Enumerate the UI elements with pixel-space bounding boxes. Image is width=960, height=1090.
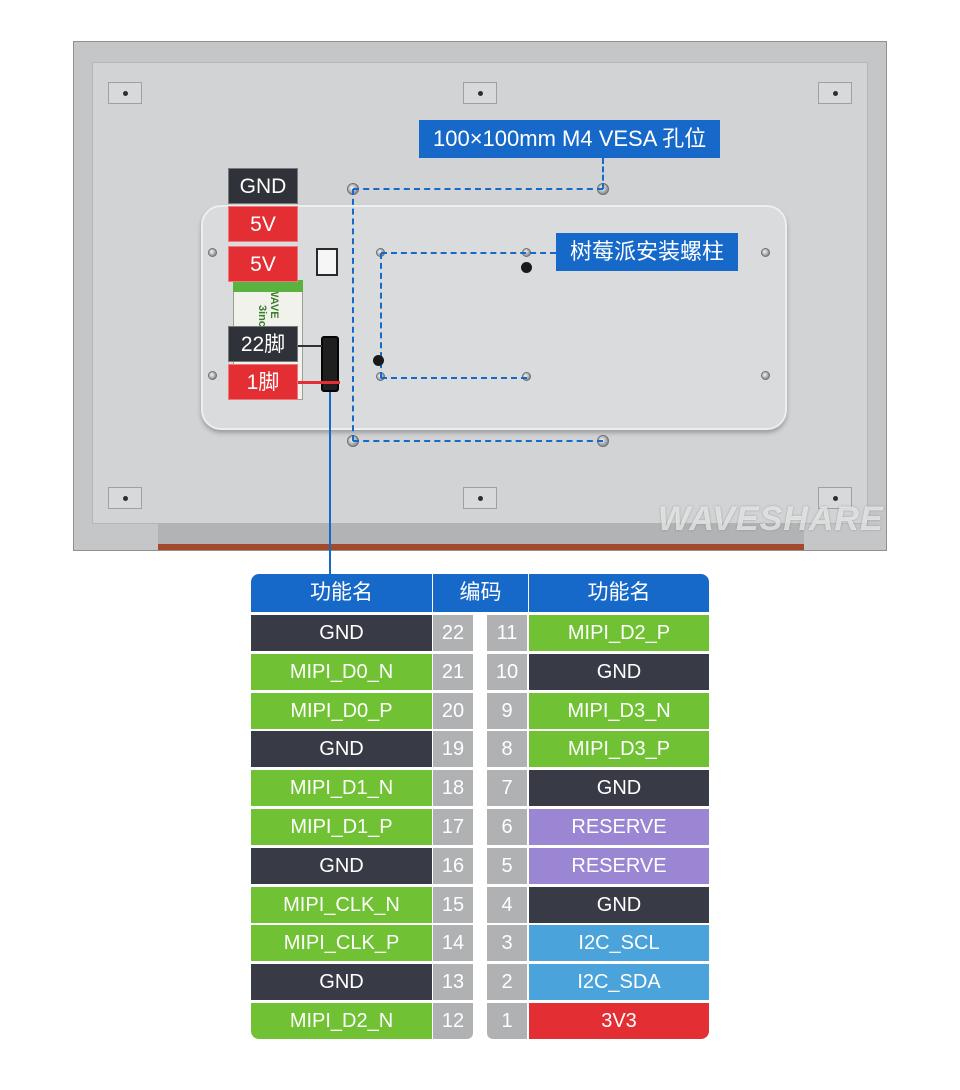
right-pin-number: 4 <box>487 887 527 923</box>
right-function-cell: GND <box>529 770 709 806</box>
right-pin-number: 6 <box>487 809 527 845</box>
pin-1-pointer <box>298 381 340 384</box>
rpi-outline-top <box>381 252 556 254</box>
rpi-outline-bottom <box>381 377 527 379</box>
right-pin-number: 3 <box>487 925 527 961</box>
mounting-clip <box>463 82 497 104</box>
left-pin-number: 20 <box>433 693 473 729</box>
vesa-leader <box>602 158 604 189</box>
right-pin-number: 11 <box>487 615 527 651</box>
dsi-ffc-connector <box>321 336 339 392</box>
left-pin-number: 15 <box>433 887 473 923</box>
mounting-clip <box>818 487 852 509</box>
left-function-cell: MIPI_D0_P <box>251 693 432 729</box>
connector-leader-line <box>329 392 331 574</box>
left-function-cell: GND <box>251 848 432 884</box>
right-pin-number: 2 <box>487 964 527 1000</box>
vesa-callout: 100×100mm M4 VESA 孔位 <box>419 120 721 158</box>
right-pin-number: 1 <box>487 1003 527 1039</box>
right-pin-number: 7 <box>487 770 527 806</box>
left-pin-number: 22 <box>433 615 473 651</box>
left-pin-number: 12 <box>433 1003 473 1039</box>
right-pin-number: 5 <box>487 848 527 884</box>
panel-bottom-strip <box>158 523 804 550</box>
rpi-outline-left <box>380 253 382 378</box>
plate-screw <box>761 371 770 380</box>
left-function-cell: MIPI_CLK_P <box>251 925 432 961</box>
left-pin-number: 18 <box>433 770 473 806</box>
label-pin-1: 1脚 <box>228 364 298 400</box>
vesa-outline-left <box>352 189 354 441</box>
left-function-cell: MIPI_D1_N <box>251 770 432 806</box>
plate-screw <box>208 248 217 257</box>
left-pin-number: 21 <box>433 654 473 690</box>
watermark: WAVESHARE <box>658 500 884 538</box>
mounting-clip <box>818 82 852 104</box>
right-function-cell: 3V3 <box>529 1003 709 1039</box>
label-5v-top: 5V <box>228 206 298 242</box>
vesa-outline-bottom <box>353 440 603 442</box>
right-pin-number: 10 <box>487 654 527 690</box>
left-pin-number: 13 <box>433 964 473 1000</box>
plate-screw <box>761 248 770 257</box>
pin-22-pointer <box>298 345 322 347</box>
right-function-cell: RESERVE <box>529 809 709 845</box>
left-function-cell: MIPI_D1_P <box>251 809 432 845</box>
power-connector <box>316 248 338 276</box>
mount-hole <box>521 262 532 273</box>
left-function-cell: GND <box>251 731 432 767</box>
right-function-cell: GND <box>529 654 709 690</box>
label-pin-22: 22脚 <box>228 326 298 362</box>
vesa-outline-top <box>353 188 603 190</box>
right-function-cell: MIPI_D3_P <box>529 731 709 767</box>
plate-screw <box>208 371 217 380</box>
header-left-function: 功能名 <box>251 574 432 612</box>
raspberry-pi-board-edge <box>233 280 303 292</box>
left-pin-number: 14 <box>433 925 473 961</box>
mounting-clip <box>108 487 142 509</box>
right-function-cell: I2C_SDA <box>529 964 709 1000</box>
left-pin-number: 16 <box>433 848 473 884</box>
left-function-cell: GND <box>251 964 432 1000</box>
right-function-cell: MIPI_D3_N <box>529 693 709 729</box>
left-function-cell: MIPI_D0_N <box>251 654 432 690</box>
mounting-clip <box>463 487 497 509</box>
left-function-cell: MIPI_D2_N <box>251 1003 432 1039</box>
right-pin-number: 8 <box>487 731 527 767</box>
left-function-cell: MIPI_CLK_N <box>251 887 432 923</box>
right-function-cell: RESERVE <box>529 848 709 884</box>
header-pin-number: 编码 <box>433 574 528 612</box>
left-pin-number: 17 <box>433 809 473 845</box>
right-function-cell: I2C_SCL <box>529 925 709 961</box>
right-pin-number: 9 <box>487 693 527 729</box>
label-gnd: GND <box>228 168 298 204</box>
left-function-cell: GND <box>251 615 432 651</box>
rpi-standoff-callout: 树莓派安装螺柱 <box>556 233 739 271</box>
mount-hole <box>373 355 384 366</box>
left-pin-number: 19 <box>433 731 473 767</box>
label-5v-bottom: 5V <box>228 246 298 282</box>
rpi-standoff <box>522 372 531 381</box>
mounting-clip <box>108 82 142 104</box>
right-function-cell: GND <box>529 887 709 923</box>
right-function-cell: MIPI_D2_P <box>529 615 709 651</box>
header-right-function: 功能名 <box>529 574 709 612</box>
